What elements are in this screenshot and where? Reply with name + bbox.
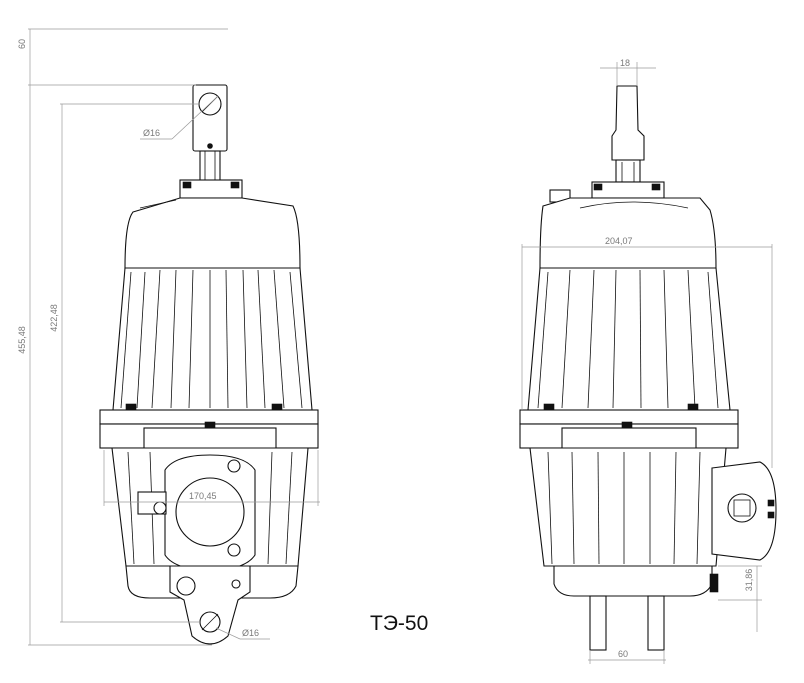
dim-top-offset: 60: [17, 39, 27, 49]
side-fins-lower: [547, 451, 701, 565]
side-view: [519, 85, 777, 651]
dim-flange-width: 170,45: [189, 491, 217, 501]
front-view: [99, 84, 319, 645]
fins-lower: [127, 451, 293, 565]
dim-bottom-hole: Ø16: [242, 628, 259, 638]
dim-rod-width: 18: [620, 58, 630, 68]
dim-bottom-offset: 31,86: [744, 569, 754, 592]
dim-overall-height: 455,48: [17, 326, 27, 354]
fins-upper: [120, 269, 303, 409]
drawing-title: ТЭ-50: [370, 612, 428, 635]
dim-foot-spacing: 60: [618, 649, 628, 659]
dim-body-width: 204,07: [605, 236, 633, 246]
side-view-dimensions: 18 204,07 31,86 60: [521, 58, 773, 664]
side-fins-upper: [537, 269, 719, 409]
front-view-dimensions: 60 455,48 422,48 Ø16 Ø16 170,45: [17, 28, 320, 646]
dim-pin-to-pin: 422,48: [49, 304, 59, 332]
dim-top-hole: Ø16: [143, 128, 160, 138]
